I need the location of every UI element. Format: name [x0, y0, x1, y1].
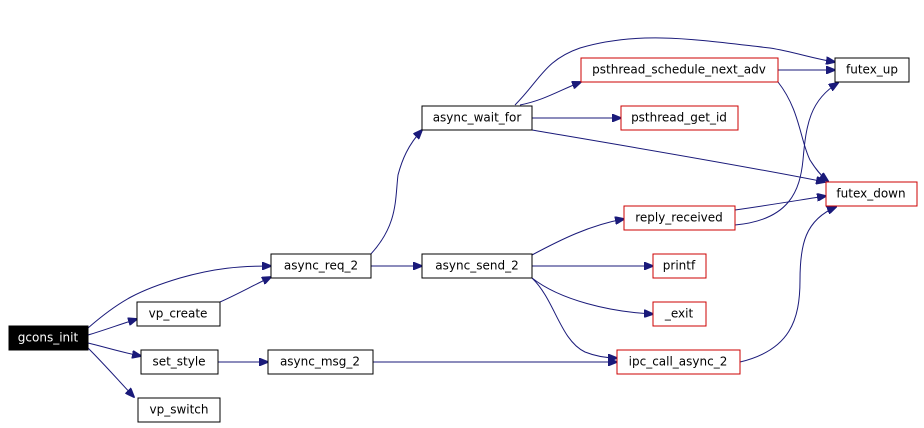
- edge-gcons-init-to-set-style: [87, 342, 141, 356]
- node-psthread-schedule-next-adv[interactable]: psthread_schedule_next_adv: [580, 57, 779, 83]
- node-set-style[interactable]: set_style: [140, 349, 219, 375]
- edge-psthread-schedule-next-adv-to-futex-down: [777, 81, 828, 181]
- node-futex-up[interactable]: futex_up: [834, 57, 910, 83]
- edge-async-send-2-to-reply-received: [531, 219, 624, 256]
- edge-async-send-2-to-exit: [531, 277, 653, 314]
- node-async-msg-2[interactable]: async_msg_2: [267, 349, 374, 375]
- nodes: gcons_init vp_create set_style vp_switch…: [8, 57, 918, 423]
- node-label: psthread_schedule_next_adv: [592, 63, 766, 77]
- node-ipc-call-async-2[interactable]: ipc_call_async_2: [616, 349, 741, 375]
- edge-async-send-2-to-ipc-call-async-2: [531, 277, 617, 358]
- node-label: vp_switch: [149, 403, 208, 417]
- node-async-req-2[interactable]: async_req_2: [270, 253, 372, 279]
- node-printf[interactable]: printf: [652, 253, 707, 279]
- edge-async-wait-for-to-futex-up: [514, 37, 835, 106]
- edge-reply-received-to-futex-up: [734, 83, 838, 226]
- edge-gcons-init-to-vp-switch: [87, 347, 134, 397]
- node-label: _exit: [664, 307, 694, 321]
- node-label: async_msg_2: [280, 355, 360, 369]
- edge-async-req-2-to-async-wait-for: [369, 130, 422, 256]
- node-exit[interactable]: _exit: [652, 301, 707, 327]
- edge-gcons-init-to-async-req-2: [87, 266, 271, 329]
- node-reply-received[interactable]: reply_received: [623, 205, 736, 231]
- node-label: printf: [663, 259, 696, 273]
- node-label: ipc_call_async_2: [629, 355, 728, 369]
- node-label: futex_up: [846, 63, 898, 77]
- node-async-wait-for[interactable]: async_wait_for: [421, 105, 533, 131]
- node-gcons-init[interactable]: gcons_init: [8, 325, 89, 351]
- node-label: gcons_init: [18, 331, 79, 345]
- edge-async-wait-for-to-psthread-schedule-next-adv: [519, 82, 581, 106]
- node-label: set_style: [152, 355, 205, 369]
- node-label: psthread_get_id: [631, 111, 727, 125]
- node-psthread-get-id[interactable]: psthread_get_id: [620, 105, 739, 131]
- edge-vp-create-to-async-req-2: [219, 277, 271, 303]
- node-futex-down[interactable]: futex_down: [825, 181, 918, 207]
- edge-ipc-call-async-2-to-futex-down: [739, 207, 836, 363]
- edge-async-wait-for-to-futex-down: [531, 129, 825, 182]
- node-label: reply_received: [635, 211, 723, 225]
- node-async-send-2[interactable]: async_send_2: [421, 253, 533, 279]
- node-label: async_wait_for: [433, 111, 522, 125]
- node-label: vp_create: [149, 307, 208, 321]
- node-vp-switch[interactable]: vp_switch: [137, 397, 221, 423]
- node-label: async_send_2: [435, 259, 518, 273]
- edge-gcons-init-to-vp-create: [87, 319, 137, 336]
- node-label: async_req_2: [284, 259, 358, 273]
- node-label: futex_down: [836, 187, 905, 201]
- edge-reply-received-to-futex-down: [734, 196, 826, 211]
- node-vp-create[interactable]: vp_create: [136, 301, 221, 327]
- edges: [87, 37, 838, 397]
